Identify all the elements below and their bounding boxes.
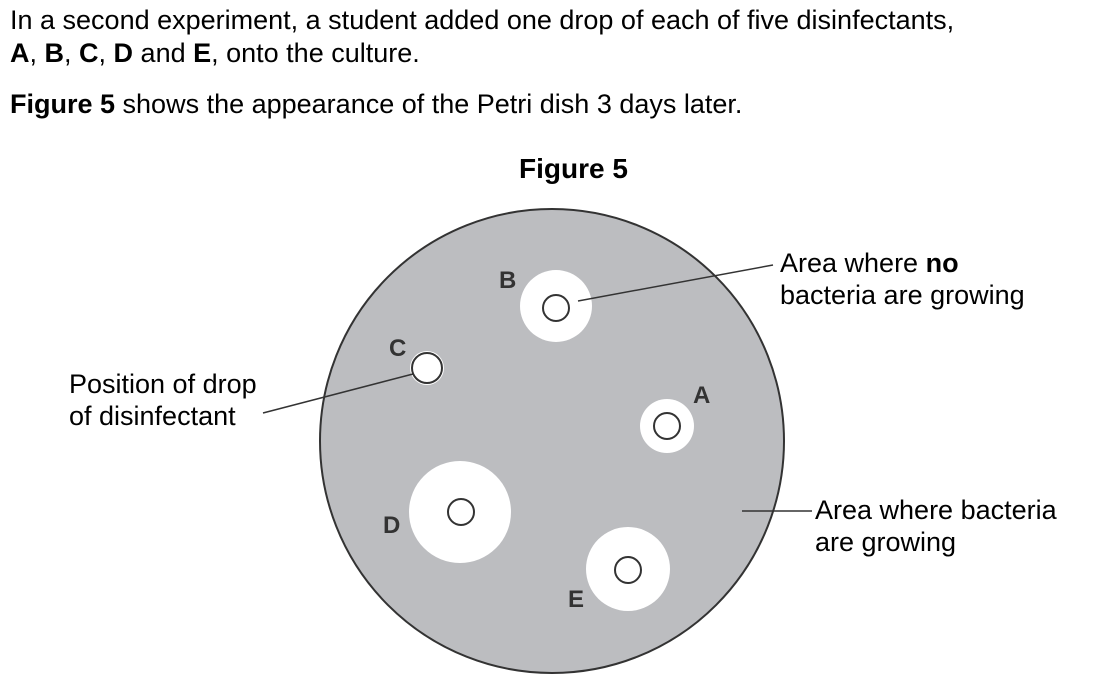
callout-growth-line2: are growing [815, 527, 957, 557]
disinfectant-label-d: D [113, 38, 134, 68]
separator: , [29, 38, 45, 68]
dish-label-d: D [383, 512, 400, 539]
callout-no-growth-emphasis: no [925, 248, 959, 278]
callout-drop-line1: Position of drop [69, 369, 257, 399]
callout-drop-line2: of disinfectant [69, 401, 236, 431]
drop-d [447, 498, 475, 526]
dish-label-b: B [499, 267, 516, 294]
figure-reference: Figure 5 [10, 89, 116, 119]
callout-growth-line1: Area where bacteria [815, 495, 1057, 525]
figure-description: shows the appearance of the Petri dish 3… [115, 89, 743, 119]
drop-b [542, 294, 570, 322]
dish-label-c: C [389, 335, 406, 362]
dish-label-a: A [693, 382, 710, 409]
sentence-end: , onto the culture. [211, 38, 420, 68]
callout-no-growth-line2: bacteria are growing [780, 280, 1025, 310]
separator: , [98, 38, 114, 68]
leader-line-drop [262, 373, 414, 414]
disinfectant-label-e: E [193, 38, 212, 68]
leader-line-no-growth [577, 264, 774, 302]
figure-title: Figure 5 [519, 153, 628, 184]
callout-drop-position: Position of drop of disinfectant [69, 368, 257, 432]
question-text-line-1: In a second experiment, a student added … [10, 4, 1080, 70]
callout-no-growth-prefix: Area where [780, 248, 926, 278]
dish-label-e: E [568, 586, 584, 613]
disinfectant-label-b: B [44, 38, 65, 68]
disinfectant-label-c: C [79, 38, 99, 68]
drop-c [411, 352, 443, 384]
callout-no-growth: Area where no bacteria are growing [780, 247, 1025, 311]
intro-sentence: In a second experiment, a student added … [10, 5, 955, 35]
separator: , [64, 38, 80, 68]
question-text-line-3: Figure 5 shows the appearance of the Pet… [10, 88, 1080, 121]
disinfectant-label-a: A [10, 38, 30, 68]
callout-growth: Area where bacteria are growing [815, 494, 1057, 558]
separator: and [133, 38, 194, 68]
drop-e [614, 556, 642, 584]
drop-a [653, 412, 681, 440]
